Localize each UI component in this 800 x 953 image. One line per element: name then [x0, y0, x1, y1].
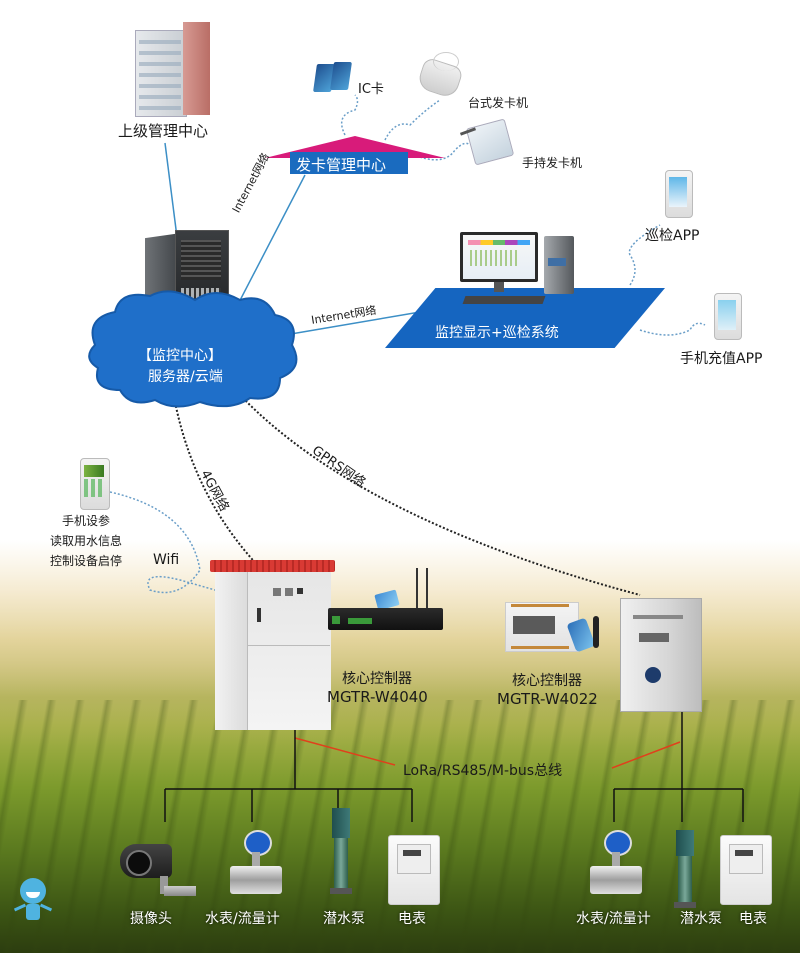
bus-label: LoRa/RS485/M-bus总线: [403, 763, 563, 779]
inspection-app-label: 巡检APP: [645, 228, 700, 244]
phone-caption-line-2: 读取用水信息: [50, 534, 123, 548]
submersible-pump-icon-left: [328, 808, 356, 898]
handheld-card-machine-icon: [459, 118, 515, 166]
bus-line-right: [611, 741, 681, 769]
phone-caption-line-3: 控制设备启停: [50, 554, 123, 568]
link-gprs: [239, 394, 641, 596]
device-label-camera: 摄像头: [130, 911, 172, 927]
wifi-link-label: Wifi: [153, 552, 180, 568]
ic-card-label: IC卡: [358, 82, 384, 97]
settings-phone-icon: [80, 458, 110, 510]
server-icon: [145, 228, 235, 339]
monitor-display-label: 监控显示+巡检系统: [435, 325, 559, 341]
device-label-meter-right: 电表: [739, 911, 767, 927]
submersible-pump-icon-right: [672, 830, 700, 910]
monitor-center-subtitle: 服务器/云端: [148, 369, 223, 385]
card-center-label: 发卡管理中心: [296, 156, 387, 174]
desk-card-machine-label: 台式发卡机: [468, 96, 529, 110]
controller-b-device-icon: [505, 600, 605, 655]
building-icon: [135, 20, 210, 117]
ic-card-icon: [313, 62, 355, 94]
link-ic-card: [340, 94, 359, 136]
card-center-banner: [290, 152, 408, 174]
link-handheld-machine: [419, 142, 471, 161]
flowmeter-icon-left: [230, 830, 285, 905]
link-internet-card: [234, 174, 306, 311]
field-cabinet-right: [620, 598, 702, 712]
upper-center-label: 上级管理中心: [118, 122, 209, 140]
device-label-pump-right: 潜水泵: [680, 911, 722, 927]
electric-meter-icon-left: [388, 835, 440, 905]
link-upper-to-server: [164, 142, 179, 246]
link-wifi: [109, 491, 251, 601]
phone-caption-line-1: 手机设参: [62, 514, 111, 528]
controller-a-device-icon: [328, 568, 448, 633]
field-cabinet-left: [210, 560, 335, 730]
bus-line-left: [294, 737, 396, 766]
device-label-flowmeter-left: 水表/流量计: [205, 911, 280, 927]
handheld-card-machine-label: 手持发卡机: [522, 156, 583, 170]
device-label-pump-left: 潜水泵: [323, 911, 365, 927]
link-inspection-app: [628, 224, 661, 286]
monitor-center-title: 【监控中心】: [138, 348, 222, 364]
controller-a-model: MGTR-W4040: [327, 688, 428, 706]
flowmeter-icon-right: [590, 830, 645, 905]
crop-rows: [0, 700, 800, 953]
mascot-icon: [12, 878, 56, 928]
inspection-app-phone-icon: [665, 170, 693, 218]
device-label-meter-left: 电表: [398, 911, 426, 927]
device-label-flowmeter-right: 水表/流量计: [576, 911, 651, 927]
desktop-computer-icon: [460, 232, 580, 312]
controller-b-title: 核心控制器: [512, 673, 582, 689]
controller-a-title: 核心控制器: [342, 671, 412, 687]
link-recharge-app: [639, 322, 706, 336]
link-4g: [174, 401, 263, 571]
link-internet-panel: [284, 311, 421, 336]
link-desk-machine: [384, 99, 441, 141]
camera-icon: [120, 840, 200, 900]
controller-b-model: MGTR-W4022: [497, 690, 598, 708]
desk-card-machine-icon: [415, 52, 465, 102]
recharge-app-phone-icon: [714, 293, 742, 340]
recharge-app-label: 手机充值APP: [680, 351, 763, 367]
electric-meter-icon-right: [720, 835, 772, 905]
